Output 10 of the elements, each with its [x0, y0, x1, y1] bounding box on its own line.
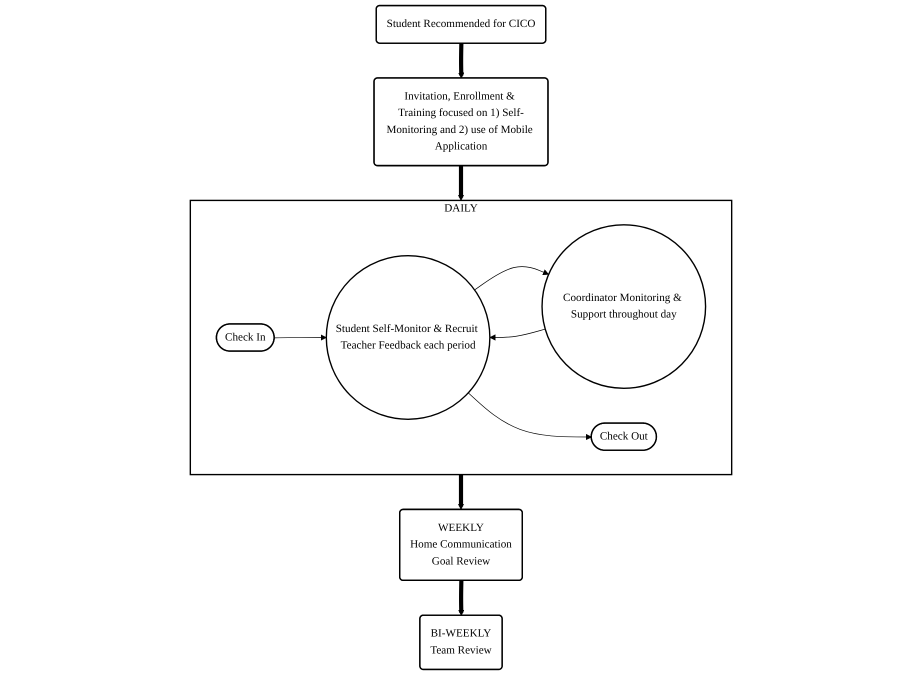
- arrow: [458, 580, 464, 616]
- arrow: [490, 328, 546, 341]
- arrow: [458, 166, 464, 201]
- arrow: [458, 43, 464, 79]
- arrow: [274, 334, 327, 341]
- arrow: [468, 392, 592, 440]
- node-circle: Student Self-Monitor & Recruit Teacher Feedback each period: [326, 255, 491, 420]
- arrow: [474, 266, 549, 290]
- node-circle: Coordinator Monitoring & Support throughout day: [541, 224, 706, 389]
- arrow: [458, 474, 464, 510]
